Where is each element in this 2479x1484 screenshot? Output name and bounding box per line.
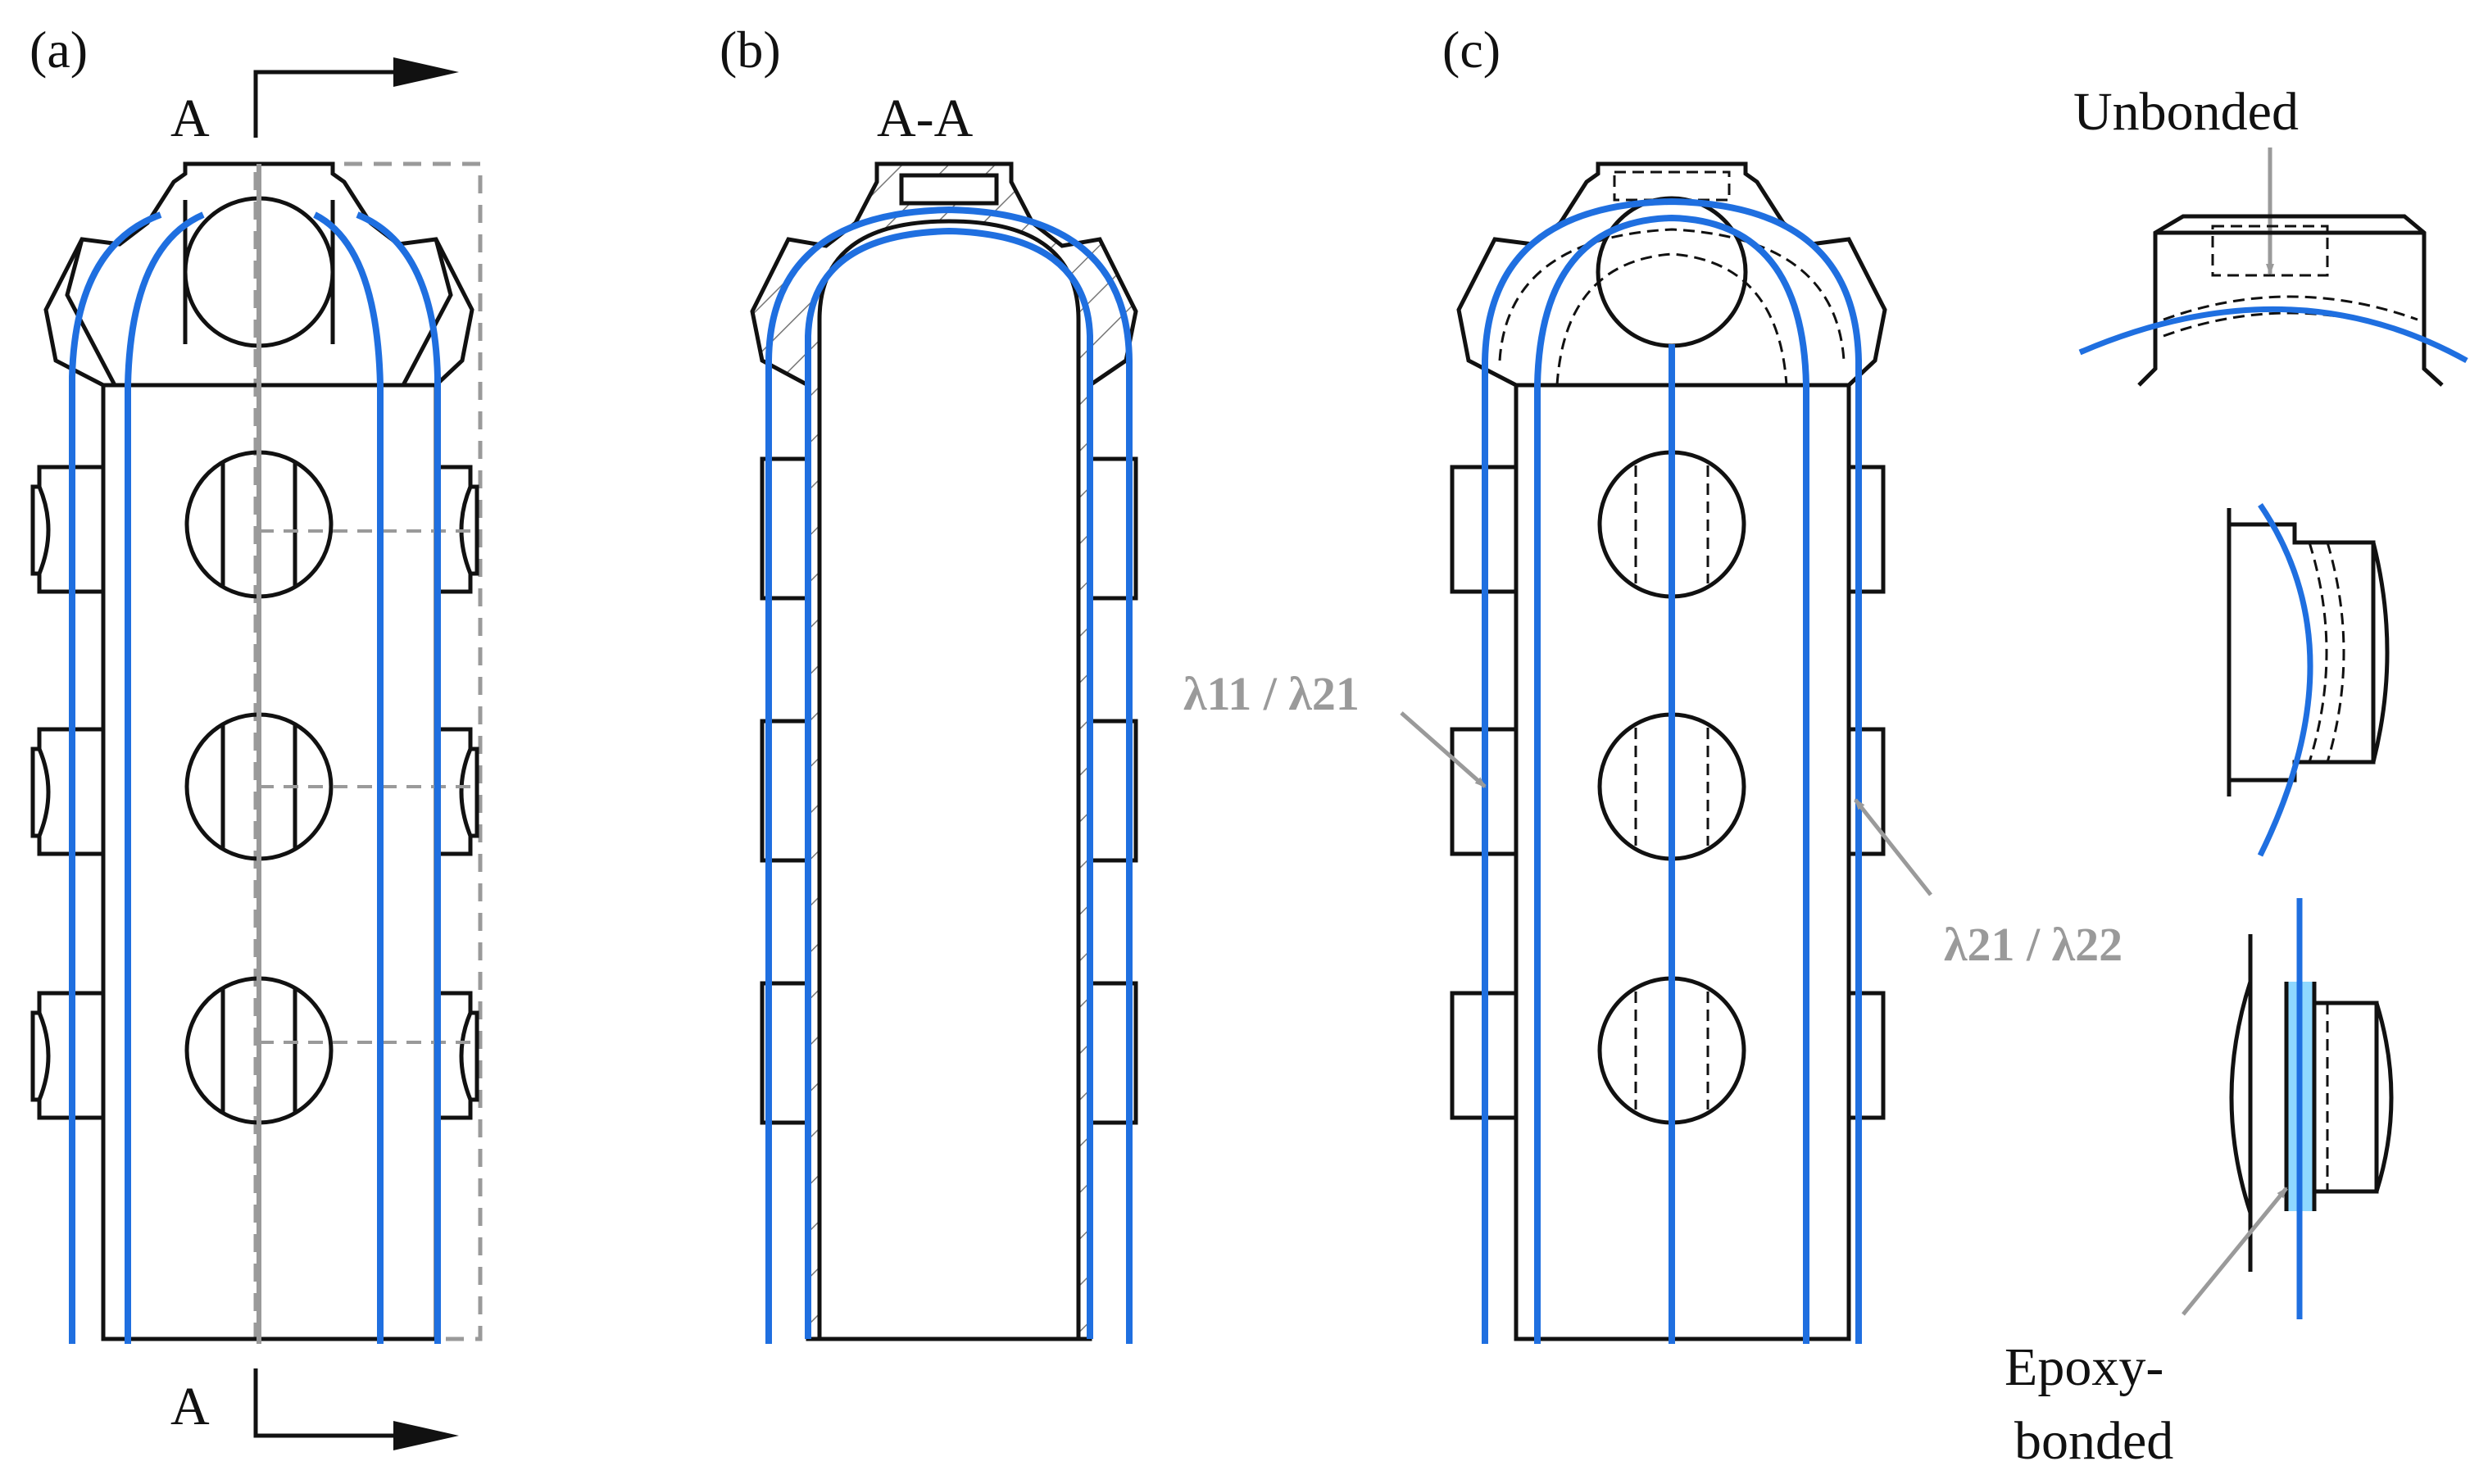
top-slot bbox=[899, 173, 999, 206]
section-arrowhead-bottom bbox=[393, 1421, 459, 1450]
section-arrow-bottom bbox=[253, 1368, 410, 1438]
panel-label-a: (a) bbox=[30, 20, 88, 79]
lambda-left-arrow bbox=[1400, 711, 1487, 788]
detail-unbonded: Unbonded bbox=[2073, 82, 2468, 387]
section-mark-bottom: A bbox=[170, 1377, 210, 1436]
section-arrow-top bbox=[253, 70, 410, 138]
lambda-right-label: λ21 / λ22 bbox=[1944, 918, 2123, 971]
lambda-right-arrow bbox=[1854, 798, 1932, 896]
epoxy-label-line1: Epoxy- bbox=[2005, 1337, 2163, 1397]
side-housings-a bbox=[30, 465, 479, 1120]
section-cavity bbox=[817, 219, 1081, 1341]
optical-fibers-c bbox=[1482, 197, 1862, 1344]
lambda-left-label: λ11 / λ21 bbox=[1183, 667, 1360, 720]
epoxy-arrow bbox=[2182, 1187, 2288, 1316]
detail-side bbox=[2227, 503, 2390, 857]
optical-fibers-a bbox=[69, 211, 441, 1344]
section-title: A-A bbox=[877, 88, 974, 148]
panel-a: (a) A A bbox=[30, 20, 483, 1450]
section-arrowhead-top bbox=[393, 57, 459, 87]
detail-epoxy: Epoxy- bonded bbox=[2005, 898, 2394, 1471]
panel-b: (b) A-A bbox=[720, 20, 1138, 1344]
section-mark-top: A bbox=[170, 88, 210, 148]
epoxy-label-line2: bonded bbox=[2014, 1411, 2173, 1471]
side-fiber bbox=[2257, 503, 2313, 857]
unbonded-fiber bbox=[2078, 306, 2468, 364]
unbonded-label: Unbonded bbox=[2073, 82, 2299, 142]
detail-leaders-a bbox=[259, 529, 480, 1044]
panel-c: (c) bbox=[1183, 20, 2123, 1344]
optical-fibers-b bbox=[765, 206, 1133, 1344]
panel-label-c: (c) bbox=[1442, 20, 1501, 79]
panel-label-b: (b) bbox=[720, 20, 781, 79]
